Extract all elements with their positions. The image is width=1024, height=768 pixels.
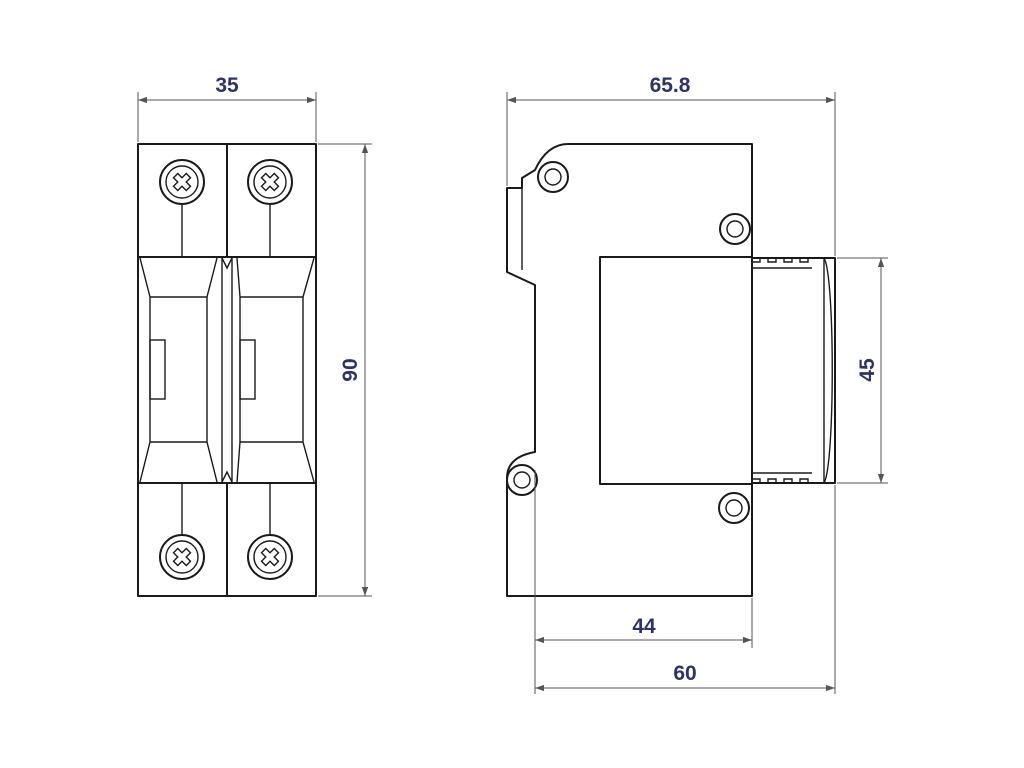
dimension-label-cover-height: 45: [856, 358, 879, 382]
mounting-hole-icon: [506, 464, 538, 496]
terminal-screw-icon: [247, 534, 293, 580]
mounting-hole-icon: [719, 213, 751, 245]
dimension-label-bottom-outer: 60: [673, 662, 696, 685]
terminal-screw-icon: [159, 159, 205, 205]
front-view: [137, 143, 317, 597]
mounting-hole-icon: [537, 161, 569, 193]
indicator-window: [239, 339, 256, 400]
dimension-side-depth: 65.8: [506, 74, 836, 256]
vent-ridges: [751, 257, 809, 263]
side-view: [506, 143, 836, 597]
dimension-bottom-outer: 60: [534, 485, 836, 694]
cover-module: [599, 256, 753, 485]
mounting-hole-icon: [718, 492, 750, 524]
side-body-outline: [506, 143, 836, 597]
terminal-screw-icon: [159, 534, 205, 580]
dimension-height: 90: [318, 143, 372, 597]
dimension-label-height: 90: [339, 358, 362, 381]
dimension-cover-height: 45: [837, 257, 888, 484]
dimension-bottom-inner: 44: [534, 470, 753, 648]
dimension-label-side-depth: 65.8: [650, 74, 691, 97]
dimension-label-front-width: 35: [215, 74, 239, 97]
dimension-front-width: 35: [137, 74, 317, 142]
vent-ridges: [751, 478, 809, 484]
terminal-screw-icon: [247, 159, 293, 205]
dimension-label-bottom-inner: 44: [632, 615, 656, 638]
indicator-window: [149, 339, 166, 400]
